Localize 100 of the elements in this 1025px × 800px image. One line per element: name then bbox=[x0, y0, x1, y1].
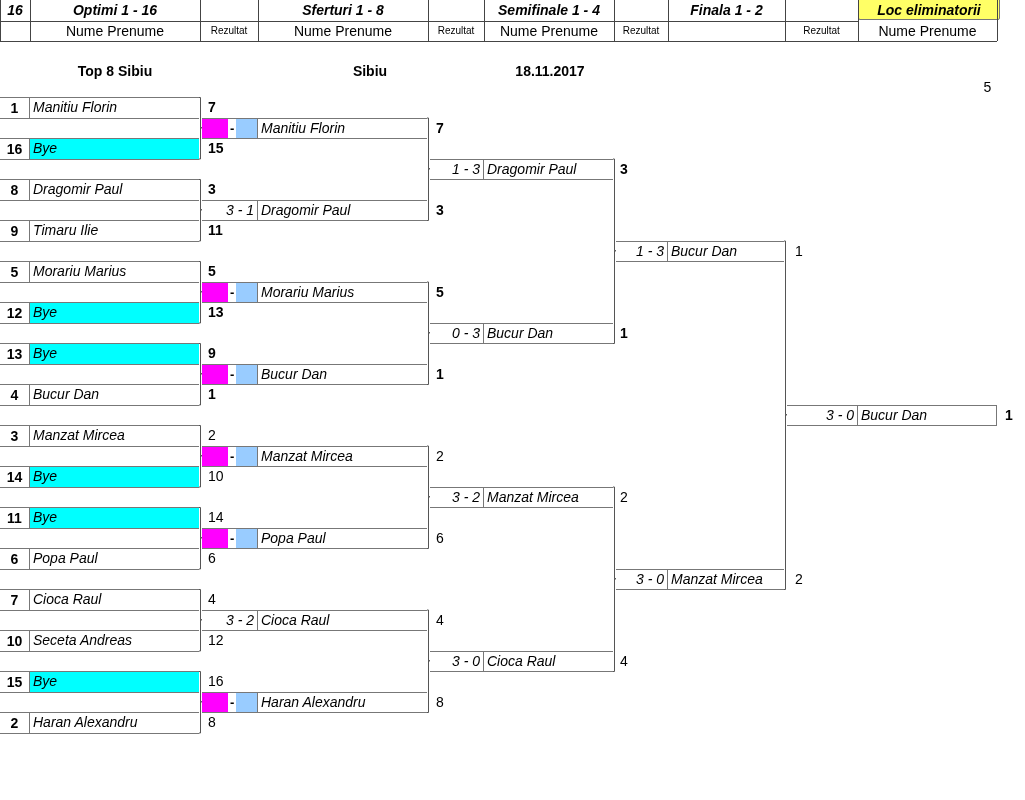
bracket-slot bbox=[202, 527, 427, 549]
player-name: Cioca Raul bbox=[260, 610, 330, 630]
result-number: 8 bbox=[208, 713, 216, 732]
player-name: Manzat Mircea bbox=[260, 446, 353, 466]
result-number: 8 bbox=[436, 692, 444, 712]
match-score: 3 - 2 bbox=[452, 489, 480, 506]
page-number: 5 bbox=[982, 78, 993, 97]
bracket-slot bbox=[787, 404, 997, 426]
match-score: 3 - 2 bbox=[226, 612, 254, 629]
player-name: Dragomir Paul bbox=[260, 200, 351, 220]
bracket-slot bbox=[0, 589, 199, 611]
result-number: 4 bbox=[620, 651, 628, 671]
bracket-line bbox=[612, 486, 617, 580]
result-number: 9 bbox=[208, 344, 216, 363]
bracket-line bbox=[426, 117, 431, 170]
score-separator: - bbox=[229, 448, 236, 464]
player-name: Popa Paul bbox=[32, 549, 98, 569]
bracket-slot bbox=[0, 466, 199, 488]
result-number: 1 bbox=[795, 241, 803, 261]
player-name: Haran Alexandru bbox=[260, 692, 366, 712]
match-score: 1 - 3 bbox=[452, 161, 480, 178]
bracket-line bbox=[198, 589, 203, 621]
seed-number: 13 bbox=[6, 345, 23, 362]
result-number: 2 bbox=[436, 446, 444, 466]
result-number: 16 bbox=[208, 672, 224, 691]
header-cell: Loc eliminatorii bbox=[858, 0, 1000, 20]
result-number: 3 bbox=[208, 180, 216, 199]
bracket-slot bbox=[202, 117, 427, 139]
player-name: Bye bbox=[32, 672, 58, 692]
player-name: Bucur Dan bbox=[860, 405, 928, 425]
result-number: 2 bbox=[795, 569, 803, 589]
result-number: 2 bbox=[208, 426, 216, 445]
player-name: Dragomir Paul bbox=[32, 180, 123, 200]
result-number: 7 bbox=[436, 118, 444, 138]
result-number: 4 bbox=[436, 610, 444, 630]
column-heading: Rezultat bbox=[436, 24, 476, 38]
result-number: 3 bbox=[436, 200, 444, 220]
player-name: Timaru Ilie bbox=[32, 221, 99, 241]
result-number: 5 bbox=[436, 282, 444, 302]
bracket-line bbox=[198, 127, 203, 160]
bracket-slot bbox=[0, 220, 199, 242]
player-name: Bye bbox=[32, 467, 58, 487]
bracket-line bbox=[198, 343, 203, 375]
player-name: Bye bbox=[32, 508, 58, 528]
bracket-line bbox=[198, 537, 203, 570]
result-number: 6 bbox=[436, 528, 444, 548]
match-score: 3 - 0 bbox=[636, 571, 664, 588]
bracket-line bbox=[198, 701, 203, 734]
bracket-slot bbox=[0, 425, 199, 447]
bracket-slot bbox=[0, 712, 199, 734]
column-heading: Finala 1 - 2 bbox=[689, 1, 764, 20]
result-number: 1 bbox=[208, 385, 216, 404]
result-number: 1 bbox=[1005, 405, 1013, 425]
player-name: Bucur Dan bbox=[486, 323, 554, 343]
bracket-line bbox=[198, 671, 203, 703]
player-name: Bucur Dan bbox=[670, 241, 738, 261]
player-name: Manzat Mircea bbox=[670, 569, 763, 589]
player-name: Manzat Mircea bbox=[32, 426, 125, 446]
bracket-line bbox=[198, 455, 203, 488]
column-heading: Optimi 1 - 16 bbox=[72, 1, 158, 20]
score-separator: - bbox=[229, 120, 236, 136]
bracket-line bbox=[198, 179, 203, 211]
score-separator: - bbox=[229, 694, 236, 710]
player-name: Manzat Mircea bbox=[486, 487, 579, 507]
column-heading: Nume Prenume bbox=[292, 22, 393, 41]
bracket-slot bbox=[0, 630, 199, 652]
column-heading: Rezultat bbox=[621, 24, 661, 38]
bracket-slot bbox=[0, 507, 199, 529]
result-number: 14 bbox=[208, 508, 224, 527]
result-number: 4 bbox=[208, 590, 216, 609]
result-number: 6 bbox=[208, 549, 216, 568]
player-name: Bye bbox=[32, 139, 58, 159]
player-name: Seceta Andreas bbox=[32, 631, 133, 651]
seed-number: 5 bbox=[10, 263, 19, 280]
result-number: 10 bbox=[208, 467, 224, 486]
bracket-slot bbox=[0, 384, 199, 406]
bracket-line bbox=[612, 158, 617, 252]
seed-number: 6 bbox=[10, 550, 19, 567]
bracket-line bbox=[426, 281, 431, 334]
result-number: 2 bbox=[620, 487, 628, 507]
seed-number: 14 bbox=[6, 468, 23, 485]
bracket-slot bbox=[430, 322, 613, 344]
match-score: 3 - 0 bbox=[452, 653, 480, 670]
player-name: Manitiu Florin bbox=[260, 118, 346, 138]
score-separator: - bbox=[229, 284, 236, 300]
event-info: Top 8 Sibiu bbox=[76, 62, 154, 81]
player-name: Manitiu Florin bbox=[32, 98, 118, 118]
bracket-line bbox=[198, 291, 203, 324]
column-heading: Nume Prenume bbox=[498, 22, 599, 41]
player-name: Popa Paul bbox=[260, 528, 326, 548]
result-number: 11 bbox=[208, 221, 223, 240]
bracket-slot bbox=[202, 445, 427, 467]
seed-number: 9 bbox=[10, 222, 19, 239]
bracket-slot bbox=[430, 158, 613, 180]
bracket-slot bbox=[430, 486, 613, 508]
result-number: 3 bbox=[620, 159, 628, 179]
seed-number: 11 bbox=[7, 509, 22, 526]
bracket-slot bbox=[202, 363, 427, 385]
player-name: Bucur Dan bbox=[32, 385, 100, 405]
seed-number: 4 bbox=[10, 386, 19, 403]
